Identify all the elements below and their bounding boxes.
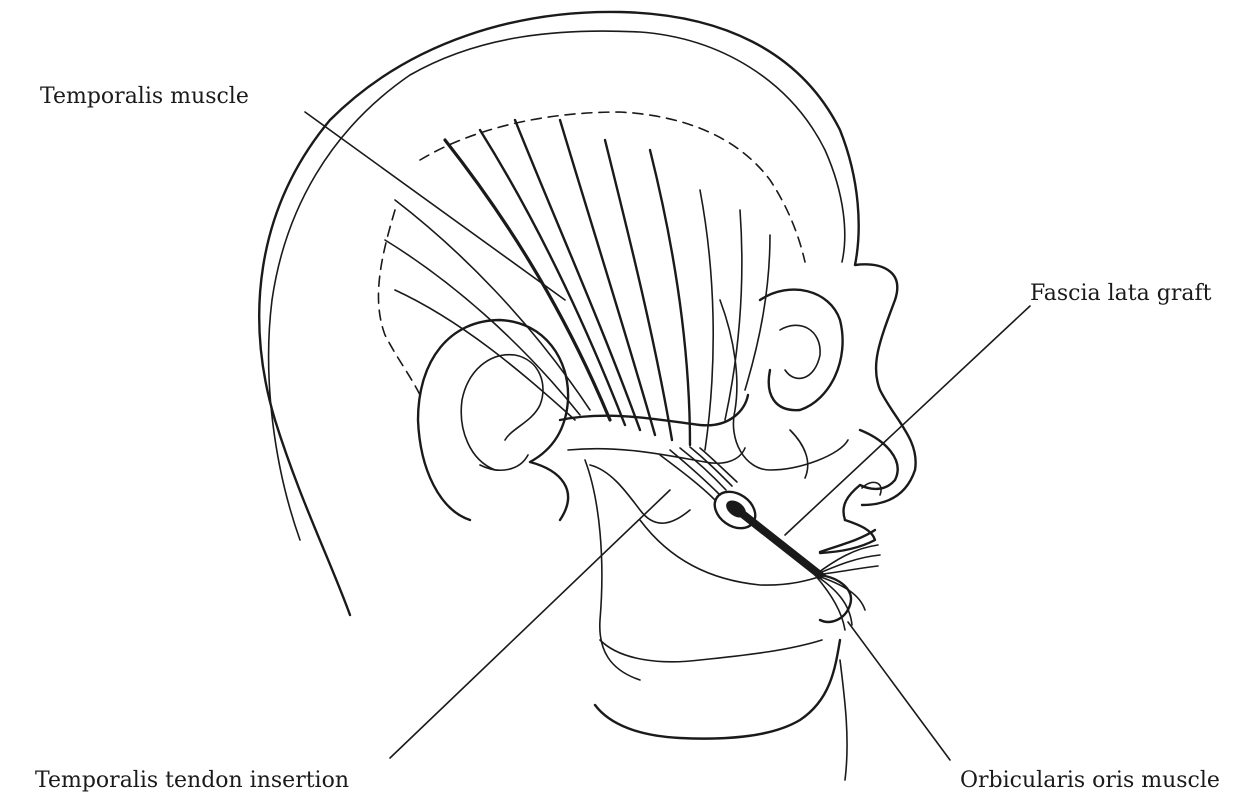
head-outline-inner xyxy=(269,31,845,540)
chin-jaw xyxy=(595,640,840,739)
label-orbicularis-oris-muscle: Orbicularis oris muscle xyxy=(960,770,1220,792)
leader-orbicularis xyxy=(848,622,950,760)
fascia-lata-graft-band xyxy=(740,512,820,575)
leader-temporalis-muscle xyxy=(305,112,565,300)
label-temporalis-tendon-insertion: Temporalis tendon insertion xyxy=(35,770,349,792)
ear-helix-top xyxy=(480,455,528,470)
zygomatic-arch xyxy=(560,395,748,425)
head-outline-outer xyxy=(259,12,915,615)
leader-tendon-insertion xyxy=(390,490,670,758)
skull-dashed-contour xyxy=(378,210,420,395)
zygomatic-lower xyxy=(568,448,745,463)
leader-fascia-lata xyxy=(785,306,1030,535)
mandible-ramus xyxy=(585,460,640,680)
orbicularis-oris-fibers xyxy=(815,530,880,630)
skull-dashed-top xyxy=(420,112,805,262)
temporalis-muscle-fibers xyxy=(385,120,770,450)
nasolabial-contour xyxy=(790,430,808,478)
coronoid-process xyxy=(590,465,690,523)
brow-contour xyxy=(760,290,843,411)
jaw-inner xyxy=(600,640,822,662)
label-fascia-lata-graft: Fascia lata graft xyxy=(1030,283,1211,305)
eye-contour xyxy=(780,325,820,378)
nose-contour xyxy=(843,430,897,520)
neck-line xyxy=(840,660,847,780)
ear-inner xyxy=(461,355,543,470)
label-temporalis-muscle: Temporalis muscle xyxy=(40,86,249,108)
